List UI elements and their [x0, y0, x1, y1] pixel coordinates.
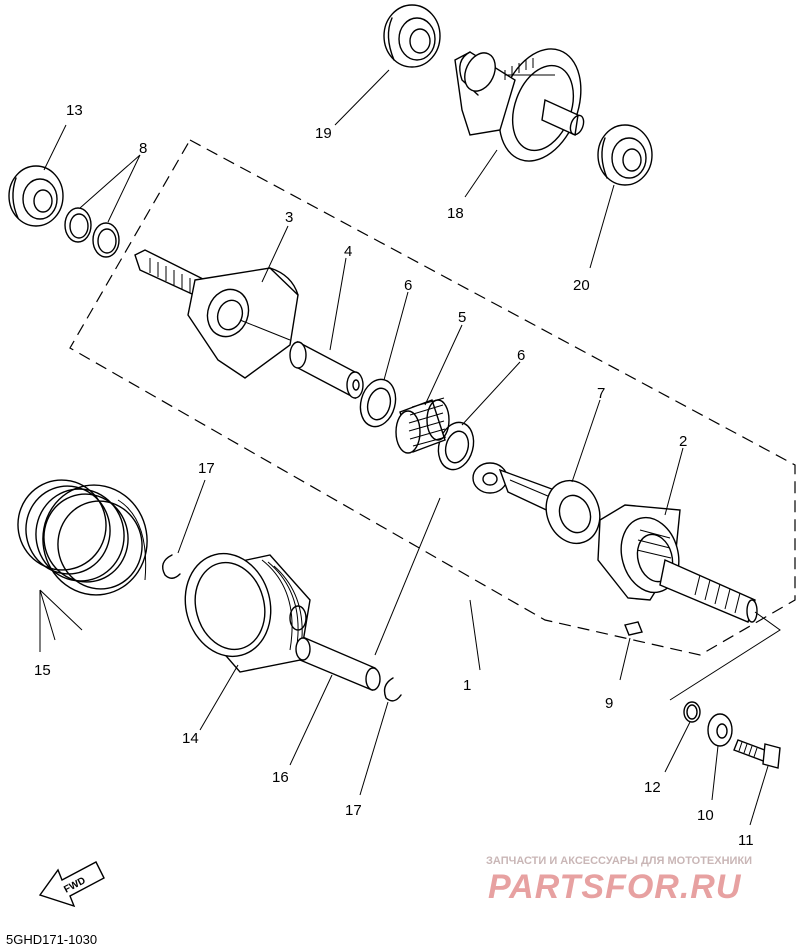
crank-right-2: [597, 504, 758, 623]
callout-1: 1: [463, 677, 471, 694]
callout-9: 9: [605, 695, 613, 712]
callout-14: 14: [182, 730, 199, 747]
piston-rings-15: [17, 479, 148, 596]
circlip-17-a: [162, 554, 181, 579]
callout-20: 20: [573, 277, 590, 294]
callout-8: 8: [139, 140, 147, 157]
connecting-rod-7: [472, 462, 601, 545]
callout-5: 5: [458, 309, 466, 326]
callout-labels: 1 2 3 4 5 6 6 7 8 9 10 11 12 13 14 15 16…: [34, 102, 754, 849]
watermark: ЗАПЧАСТИ И АКСЕССУАРЫ ДЛЯ МОТОТЕХНИКИ PA…: [486, 855, 752, 906]
callout-6b: 6: [517, 347, 525, 364]
watermark-brand: PARTSFOR.RU: [488, 868, 742, 906]
callout-12: 12: [644, 779, 661, 796]
bearing-20: [597, 124, 653, 186]
washer-10: [707, 713, 733, 747]
callout-16: 16: [272, 769, 289, 786]
piston-14: [184, 552, 311, 673]
callout-3: 3: [285, 209, 293, 226]
callout-19: 19: [315, 125, 332, 142]
crank-pin-4: [289, 340, 364, 400]
callout-7: 7: [597, 385, 605, 402]
circlip-17-b: [383, 677, 402, 702]
watermark-tagline: ЗАПЧАСТИ И АКСЕССУАРЫ ДЛЯ МОТОТЕХНИКИ: [486, 855, 752, 867]
leader-lines: [39, 69, 781, 826]
bearing-19: [383, 4, 441, 68]
needle-bearing-5: [395, 397, 450, 454]
bearing-13: [8, 165, 64, 227]
fwd-arrow: FWD: [38, 861, 105, 908]
balancer-shaft-18: [454, 48, 585, 162]
key-9: [624, 621, 643, 636]
callout-10: 10: [697, 807, 714, 824]
crank-left-3: [134, 249, 299, 379]
o-ring-12: [683, 701, 701, 723]
callout-11: 11: [738, 832, 754, 849]
piston-pin-16: [295, 637, 381, 691]
callout-6a: 6: [404, 277, 412, 294]
shim-8-a: [64, 207, 92, 243]
callout-13: 13: [66, 102, 83, 119]
callout-18: 18: [447, 205, 464, 222]
callout-17a: 17: [198, 460, 215, 477]
callout-4: 4: [344, 243, 352, 260]
drawing-code: 5GHD171-1030: [6, 932, 97, 947]
washer-6-a: [359, 378, 397, 428]
callout-15: 15: [34, 662, 51, 679]
assembly-boundary: [69, 139, 796, 656]
shim-8-b: [92, 222, 120, 258]
bolt-11: [733, 739, 781, 769]
callout-17b: 17: [345, 802, 362, 819]
callout-2: 2: [679, 433, 687, 450]
